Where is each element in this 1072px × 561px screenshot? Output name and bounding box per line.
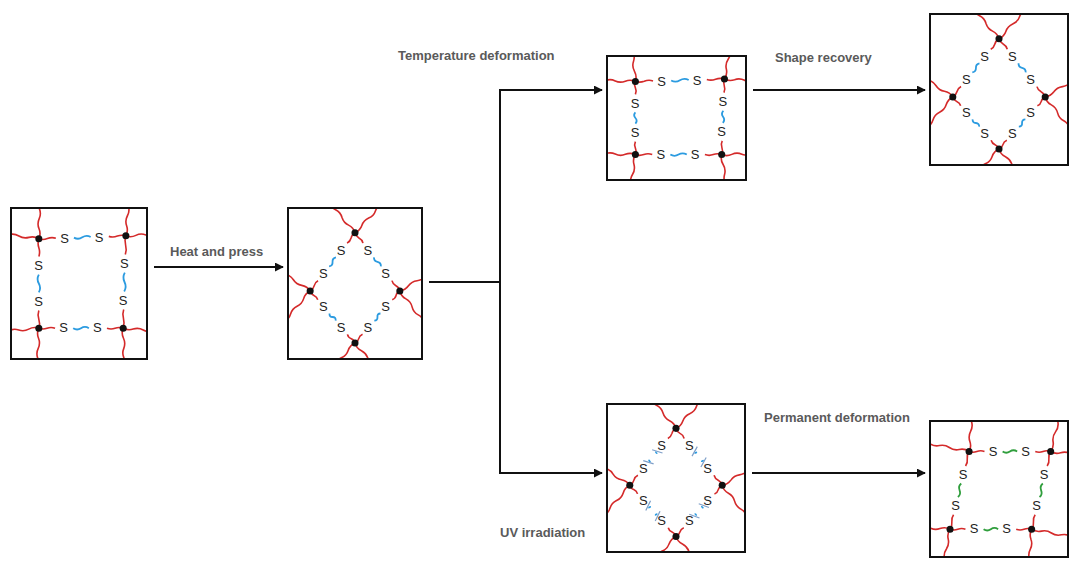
sulfur-atom-label: S — [381, 299, 390, 312]
sulfur-atom-label: S — [95, 230, 104, 243]
network-panel: S S S S S S S S — [10, 207, 148, 360]
sulfur-atom-label: S — [319, 267, 328, 280]
sulfur-atom-label: S — [980, 50, 989, 63]
sulfur-atom-label: S — [685, 514, 694, 527]
process-arrow — [752, 472, 925, 474]
sulfur-atom-label: S — [657, 74, 666, 87]
sulfur-atom-label: S — [381, 267, 390, 280]
sulfur-atom-label: S — [319, 299, 328, 312]
sulfur-atom-label: S — [989, 445, 998, 458]
sulfur-atom-label: S — [703, 461, 712, 474]
polymer-network — [608, 405, 744, 551]
sulfur-atom-label: S — [34, 294, 43, 307]
polymer-network — [12, 209, 146, 358]
sulfur-atom-label: S — [337, 244, 346, 257]
network-panel: S S S S S S S S — [606, 55, 747, 181]
polymer-network — [608, 57, 745, 179]
sulfur-atom-label: S — [59, 321, 68, 334]
network-panel: SSSSSSSS — [929, 13, 1069, 166]
sulfur-atom-label: S — [717, 125, 726, 138]
sulfur-atom-label: S — [93, 321, 102, 334]
sulfur-atom-label: S — [1026, 105, 1035, 118]
sulfur-atom-label: S — [951, 499, 960, 512]
sulfur-atom-label: S — [980, 126, 989, 139]
sulfur-atom-label: S — [119, 293, 128, 306]
sulfur-atom-label: S — [962, 73, 971, 86]
sulfur-atom-label: S — [364, 244, 373, 257]
sulfur-atom-label: S — [657, 514, 666, 527]
sulfur-atom-label: S — [657, 147, 666, 160]
process-arrow — [753, 89, 925, 91]
sulfur-atom-label: S — [970, 522, 979, 535]
step-label: UV irradiation — [498, 525, 587, 540]
network-panel: SSSSSSSS — [929, 420, 1069, 558]
network-panel: SSSSSSSS — [606, 403, 746, 553]
sulfur-atom-label: S — [631, 126, 640, 139]
sulfur-atom-label: S — [1002, 522, 1011, 535]
sulfur-atom-label: S — [685, 439, 694, 452]
process-arrow — [429, 282, 602, 473]
sulfur-atom-label: S — [703, 494, 712, 507]
sulfur-atom-label: S — [1040, 468, 1049, 481]
sulfur-atom-label: S — [1008, 126, 1017, 139]
polymer-network — [931, 422, 1067, 556]
sulfur-atom-label: S — [364, 320, 373, 333]
sulfur-atom-label: S — [1021, 445, 1030, 458]
polymer-network — [289, 209, 421, 358]
sulfur-atom-label: S — [1008, 50, 1017, 63]
sulfur-atom-label: S — [691, 147, 700, 160]
sulfur-atom-label: S — [337, 320, 346, 333]
sulfur-atom-label: S — [120, 257, 129, 270]
sulfur-atom-label: S — [34, 259, 43, 272]
step-label: Permanent deformation — [762, 410, 912, 425]
process-arrow — [429, 90, 602, 282]
process-arrow — [154, 266, 283, 268]
sulfur-atom-label: S — [1026, 73, 1035, 86]
sulfur-atom-label: S — [631, 97, 640, 110]
step-label: Shape recovery — [773, 50, 874, 65]
sulfur-atom-label: S — [962, 105, 971, 118]
sulfur-atom-label: S — [959, 468, 968, 481]
sulfur-atom-label: S — [639, 461, 648, 474]
sulfur-atom-label: S — [1032, 499, 1041, 512]
network-panel: SSSSSSSS — [287, 207, 423, 360]
sulfur-atom-label: S — [693, 73, 702, 86]
step-label: Heat and press — [168, 244, 265, 259]
sulfur-atom-label: S — [718, 95, 727, 108]
step-label: Temperature deformation — [396, 48, 557, 63]
polymer-network — [931, 15, 1067, 164]
sulfur-atom-label: S — [657, 439, 666, 452]
sulfur-atom-label: S — [60, 231, 69, 244]
sulfur-atom-label: S — [639, 494, 648, 507]
